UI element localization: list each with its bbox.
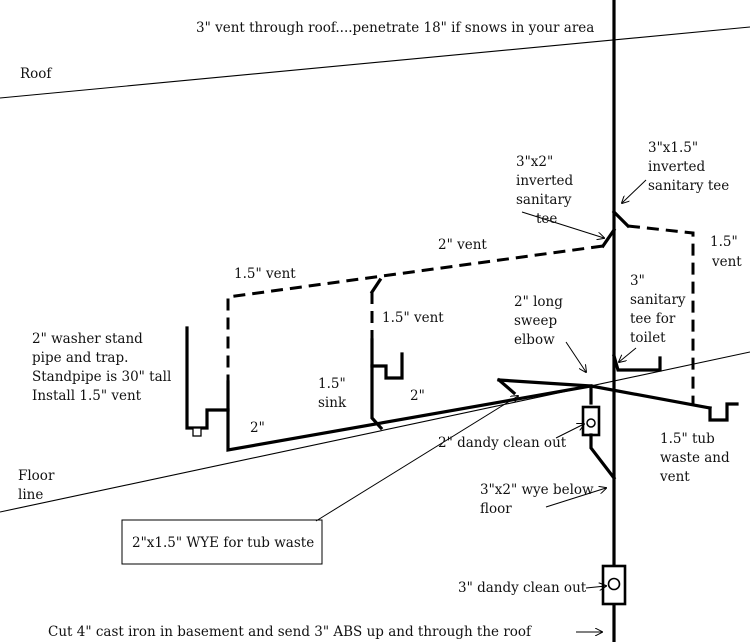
label-vent-15-mid: 1.5" vent <box>382 310 444 326</box>
drain-2in <box>226 380 593 452</box>
label-vent-15-right: 1.5" vent <box>710 234 742 270</box>
sink-riser <box>370 338 384 431</box>
label-top-vent: 3" vent through roof....penetrate 18" if… <box>196 20 594 36</box>
dandy-cleanout-2in-cap <box>586 418 596 428</box>
label-drain-2in-a: 2" <box>410 388 425 404</box>
wye-tub-waste-cap <box>496 377 517 396</box>
arrow-3x15-tee <box>622 179 647 203</box>
tee-3x2-branch <box>600 227 617 249</box>
arrow-3x2-tee <box>521 211 604 238</box>
arrow-wye-3x2 <box>545 488 606 508</box>
arrow-dandy-3in <box>585 586 606 588</box>
label-wye-box: 2"x1.5" WYE for tub waste <box>132 535 314 551</box>
roof-line <box>0 26 750 99</box>
washer-trap-cleanout <box>192 427 202 437</box>
label-drain-2in-b: 2" <box>250 420 265 436</box>
label-dandy-2in: 2" dandy clean out <box>438 435 567 451</box>
tub-trap <box>708 402 739 422</box>
dandy-cleanout-3in-cap <box>607 577 621 591</box>
label-inverted-3x2: 3"x2" inverted sanitary tee <box>516 154 577 227</box>
label-bottom-note: Cut 4" cast iron in basement and send 3"… <box>48 624 532 640</box>
label-dandy-3in: 3" dandy clean out <box>458 580 587 596</box>
arrow-toilet-tee <box>619 347 637 362</box>
wye-callout-box <box>121 519 323 565</box>
label-sanitary-tee-toilet: 3" sanitary tee for toilet <box>630 273 690 346</box>
dandy-cleanout-3in <box>601 564 627 606</box>
label-vent-2in: 2" vent <box>438 237 487 253</box>
arrow-dandy-2in <box>555 424 584 439</box>
washer-standpipe <box>185 326 230 430</box>
tee-3x15-branch <box>611 209 631 229</box>
label-vent-15-top: 1.5" vent <box>234 266 296 282</box>
wye-tub-waste <box>497 378 712 410</box>
arrow-sweep-elbow <box>565 341 586 372</box>
label-tub: 1.5" tub waste and vent <box>659 431 734 485</box>
wye-3x2-below-floor <box>589 433 617 481</box>
floor-line <box>0 351 750 513</box>
label-wye-3x2: 3"x2" wye below floor <box>480 482 598 517</box>
dandy-cleanout-2in <box>581 405 601 437</box>
vent-15-sink-top <box>369 277 383 295</box>
vent-15-right <box>627 224 695 405</box>
sink-trap-arm <box>370 352 404 380</box>
label-sink: 1.5" sink <box>318 376 350 411</box>
label-washer: 2" washer stand pipe and trap. Standpipe… <box>32 331 176 404</box>
label-floor: Floor line <box>18 468 59 503</box>
label-long-sweep-elbow: 2" long sweep elbow <box>514 294 567 348</box>
label-inverted-3x15: 3"x1.5" inverted sanitary tee <box>648 140 729 194</box>
label-roof: Roof <box>20 66 52 82</box>
toilet-tee <box>612 354 662 372</box>
arrow-wye-tub <box>315 396 518 522</box>
